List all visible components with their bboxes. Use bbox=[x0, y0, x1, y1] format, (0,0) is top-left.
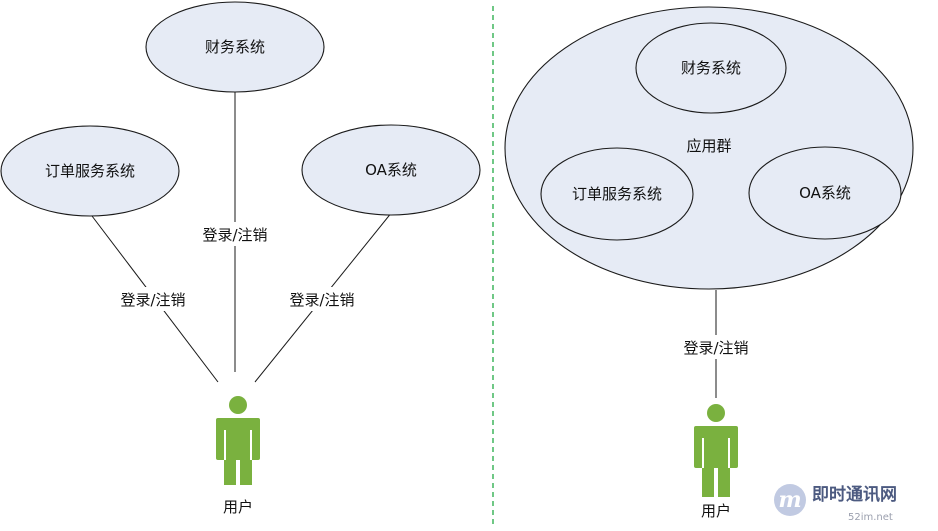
edge-label-order: 登录/注销 bbox=[120, 291, 185, 309]
group-node-finance: 财务系统 bbox=[635, 22, 787, 114]
node-finance: 财务系统 bbox=[145, 1, 325, 93]
right-diagram: 登录/注销 应用群 财务系统 订单服务系统 OA系统 用户 bbox=[504, 6, 914, 520]
group-node-oa: OA系统 bbox=[748, 146, 902, 240]
edge-label-bg bbox=[113, 287, 193, 311]
group-node-order-label: 订单服务系统 bbox=[572, 185, 662, 203]
node-order-label: 订单服务系统 bbox=[45, 162, 135, 180]
left-diagram: 登录/注销 登录/注销 登录/注销 财务系统 订单服务系统 OA系统 用户 bbox=[0, 1, 481, 516]
edge-label-oa: 登录/注销 bbox=[289, 291, 354, 309]
node-order: 订单服务系统 bbox=[0, 125, 180, 217]
edge-label-bg bbox=[195, 222, 275, 246]
user-icon bbox=[694, 404, 738, 497]
watermark-logo-icon bbox=[774, 484, 806, 516]
edge-label-finance: 登录/注销 bbox=[202, 226, 267, 244]
edge-label-group: 登录/注销 bbox=[683, 339, 748, 357]
user-icon bbox=[216, 396, 260, 485]
watermark-logo-letter: m bbox=[778, 487, 801, 513]
watermark-site-url: 52im.net bbox=[848, 512, 893, 523]
group-node-order: 订单服务系统 bbox=[540, 147, 694, 241]
user-label-left: 用户 bbox=[223, 498, 253, 516]
watermark-site-name: 即时通讯网 bbox=[812, 485, 897, 505]
watermark: m 即时通讯网 52im.net bbox=[772, 478, 932, 524]
group-node-oa-label: OA系统 bbox=[799, 184, 851, 202]
node-finance-label: 财务系统 bbox=[205, 38, 265, 56]
node-oa-label: OA系统 bbox=[365, 161, 417, 179]
edge-label-bg bbox=[676, 335, 756, 359]
edge-label-bg bbox=[282, 287, 362, 311]
group-node-finance-label: 财务系统 bbox=[681, 59, 741, 77]
node-oa: OA系统 bbox=[301, 124, 481, 216]
app-group-label: 应用群 bbox=[686, 137, 731, 155]
user-label-right: 用户 bbox=[701, 502, 731, 520]
